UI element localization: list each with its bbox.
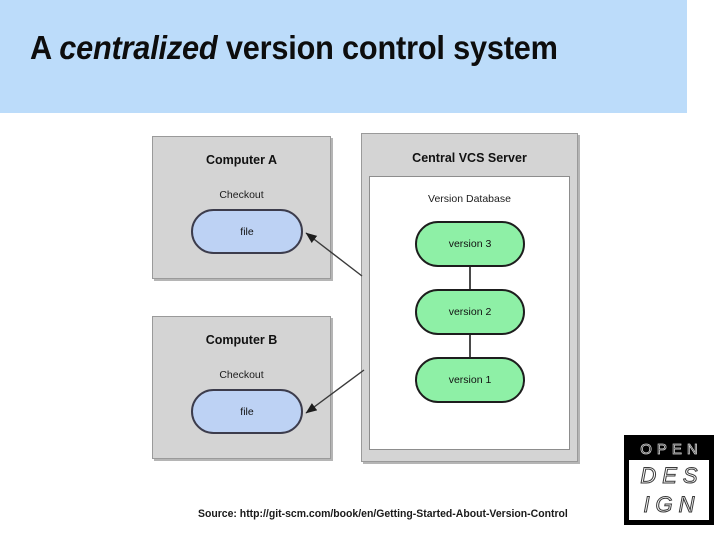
computer-a-checkout-label: Checkout [219, 189, 264, 201]
computer-b-title: Computer B [205, 333, 278, 347]
open-design-logo: OPEN DES IGN [624, 435, 714, 525]
computer-b-panel: Computer B Checkout file [152, 316, 331, 459]
version-pill-1[interactable]: version 1 [415, 357, 525, 403]
source-caption: Source: http://git-scm.com/book/en/Getti… [198, 508, 568, 520]
logo-text-open: OPEN [640, 440, 703, 458]
logo-white-panel: DES IGN [629, 460, 709, 520]
logo-text-ign: IGN [643, 492, 701, 518]
page-title-suffix: version control system [217, 29, 558, 66]
central-vcs-server-panel: Central VCS Server Version Database vers… [361, 133, 578, 462]
slide-title-bar: A centralized version control system [0, 0, 687, 113]
page-title: A centralized version control system [30, 29, 558, 67]
version-pill-2[interactable]: version 2 [415, 289, 525, 335]
computer-b-checkout-label: Checkout [219, 369, 264, 381]
page-title-emphasis: centralized [59, 29, 218, 66]
logo-text-des: DES [640, 463, 704, 489]
version-database-label: Version Database [428, 193, 511, 205]
connector-v2-v1 [469, 335, 471, 358]
computer-a-title: Computer A [205, 153, 278, 167]
version-pill-3[interactable]: version 3 [415, 221, 525, 267]
page-title-prefix: A [30, 29, 60, 66]
computer-a-panel: Computer A Checkout file [152, 136, 331, 279]
version-control-diagram: Computer A Checkout file Computer B Chec… [0, 113, 728, 546]
computer-a-file-pill[interactable]: file [191, 209, 303, 254]
computer-b-file-pill[interactable]: file [191, 389, 303, 434]
central-vcs-server-title: Central VCS Server [412, 151, 527, 165]
connector-v3-v2 [469, 267, 471, 290]
version-database-box: Version Database version 3 version 2 ver… [369, 176, 570, 450]
